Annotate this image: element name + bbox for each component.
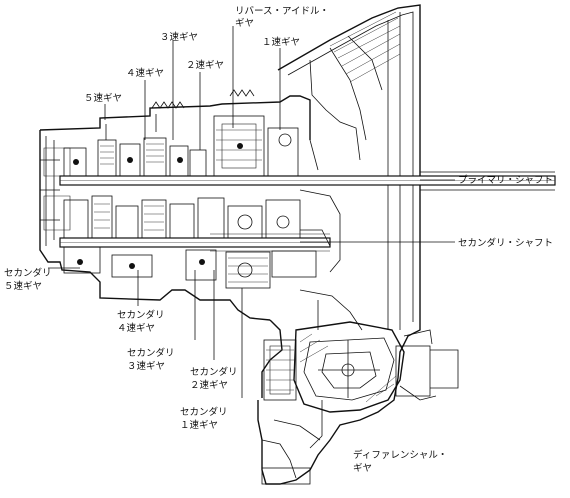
bell-housing [257,4,421,485]
transmission-drawing [39,4,556,485]
label-secondary-2-line2: ２速ギヤ [190,380,228,391]
label-reverse-idler-gear-line1: リバース・アイドル・ [235,6,329,17]
label-gear-1: １速ギヤ [262,37,300,48]
label-secondary-2-line1: セカンダリ [190,366,238,378]
label-differential-gear-line1: ディファレンシャル・ [353,449,447,461]
label-gear-4: ４速ギヤ [126,68,164,79]
label-differential-gear-line2: ギヤ [353,463,372,474]
label-secondary-3-line2: ３速ギヤ [127,361,165,372]
label-secondary-4-line1: セカンダリ [117,309,165,321]
label-secondary-4-line2: ４速ギヤ [117,323,155,334]
label-gear-5: ５速ギヤ [84,93,122,104]
differential-assembly [263,321,459,413]
leader-lines [48,26,455,449]
secondary-gear-cluster [63,195,317,289]
primary-gear-cluster [63,115,299,177]
labels: リバース・アイドル・ ギヤ ３速ギヤ １速ギヤ ２速ギヤ ４速ギヤ ５速ギヤ プ… [4,6,553,474]
label-secondary-5-line1: セカンダリ [4,267,52,279]
label-gear-3: ３速ギヤ [160,32,198,43]
label-secondary-shaft: セカンダリ・シャフト [458,237,553,249]
gear-case [39,95,311,140]
label-secondary-3-line1: セカンダリ [127,347,175,359]
label-gear-2: ２速ギヤ [186,60,224,71]
label-reverse-idler-gear-line2: ギヤ [235,18,254,29]
secondary-shaft [59,233,331,252]
label-secondary-1-line1: セカンダリ [180,406,228,418]
primary-shaft [59,171,556,191]
label-secondary-5-line2: ５速ギヤ [4,281,42,292]
label-secondary-1-line2: １速ギヤ [180,420,218,431]
label-primary-shaft: プライマリ・シャフト [458,175,553,186]
